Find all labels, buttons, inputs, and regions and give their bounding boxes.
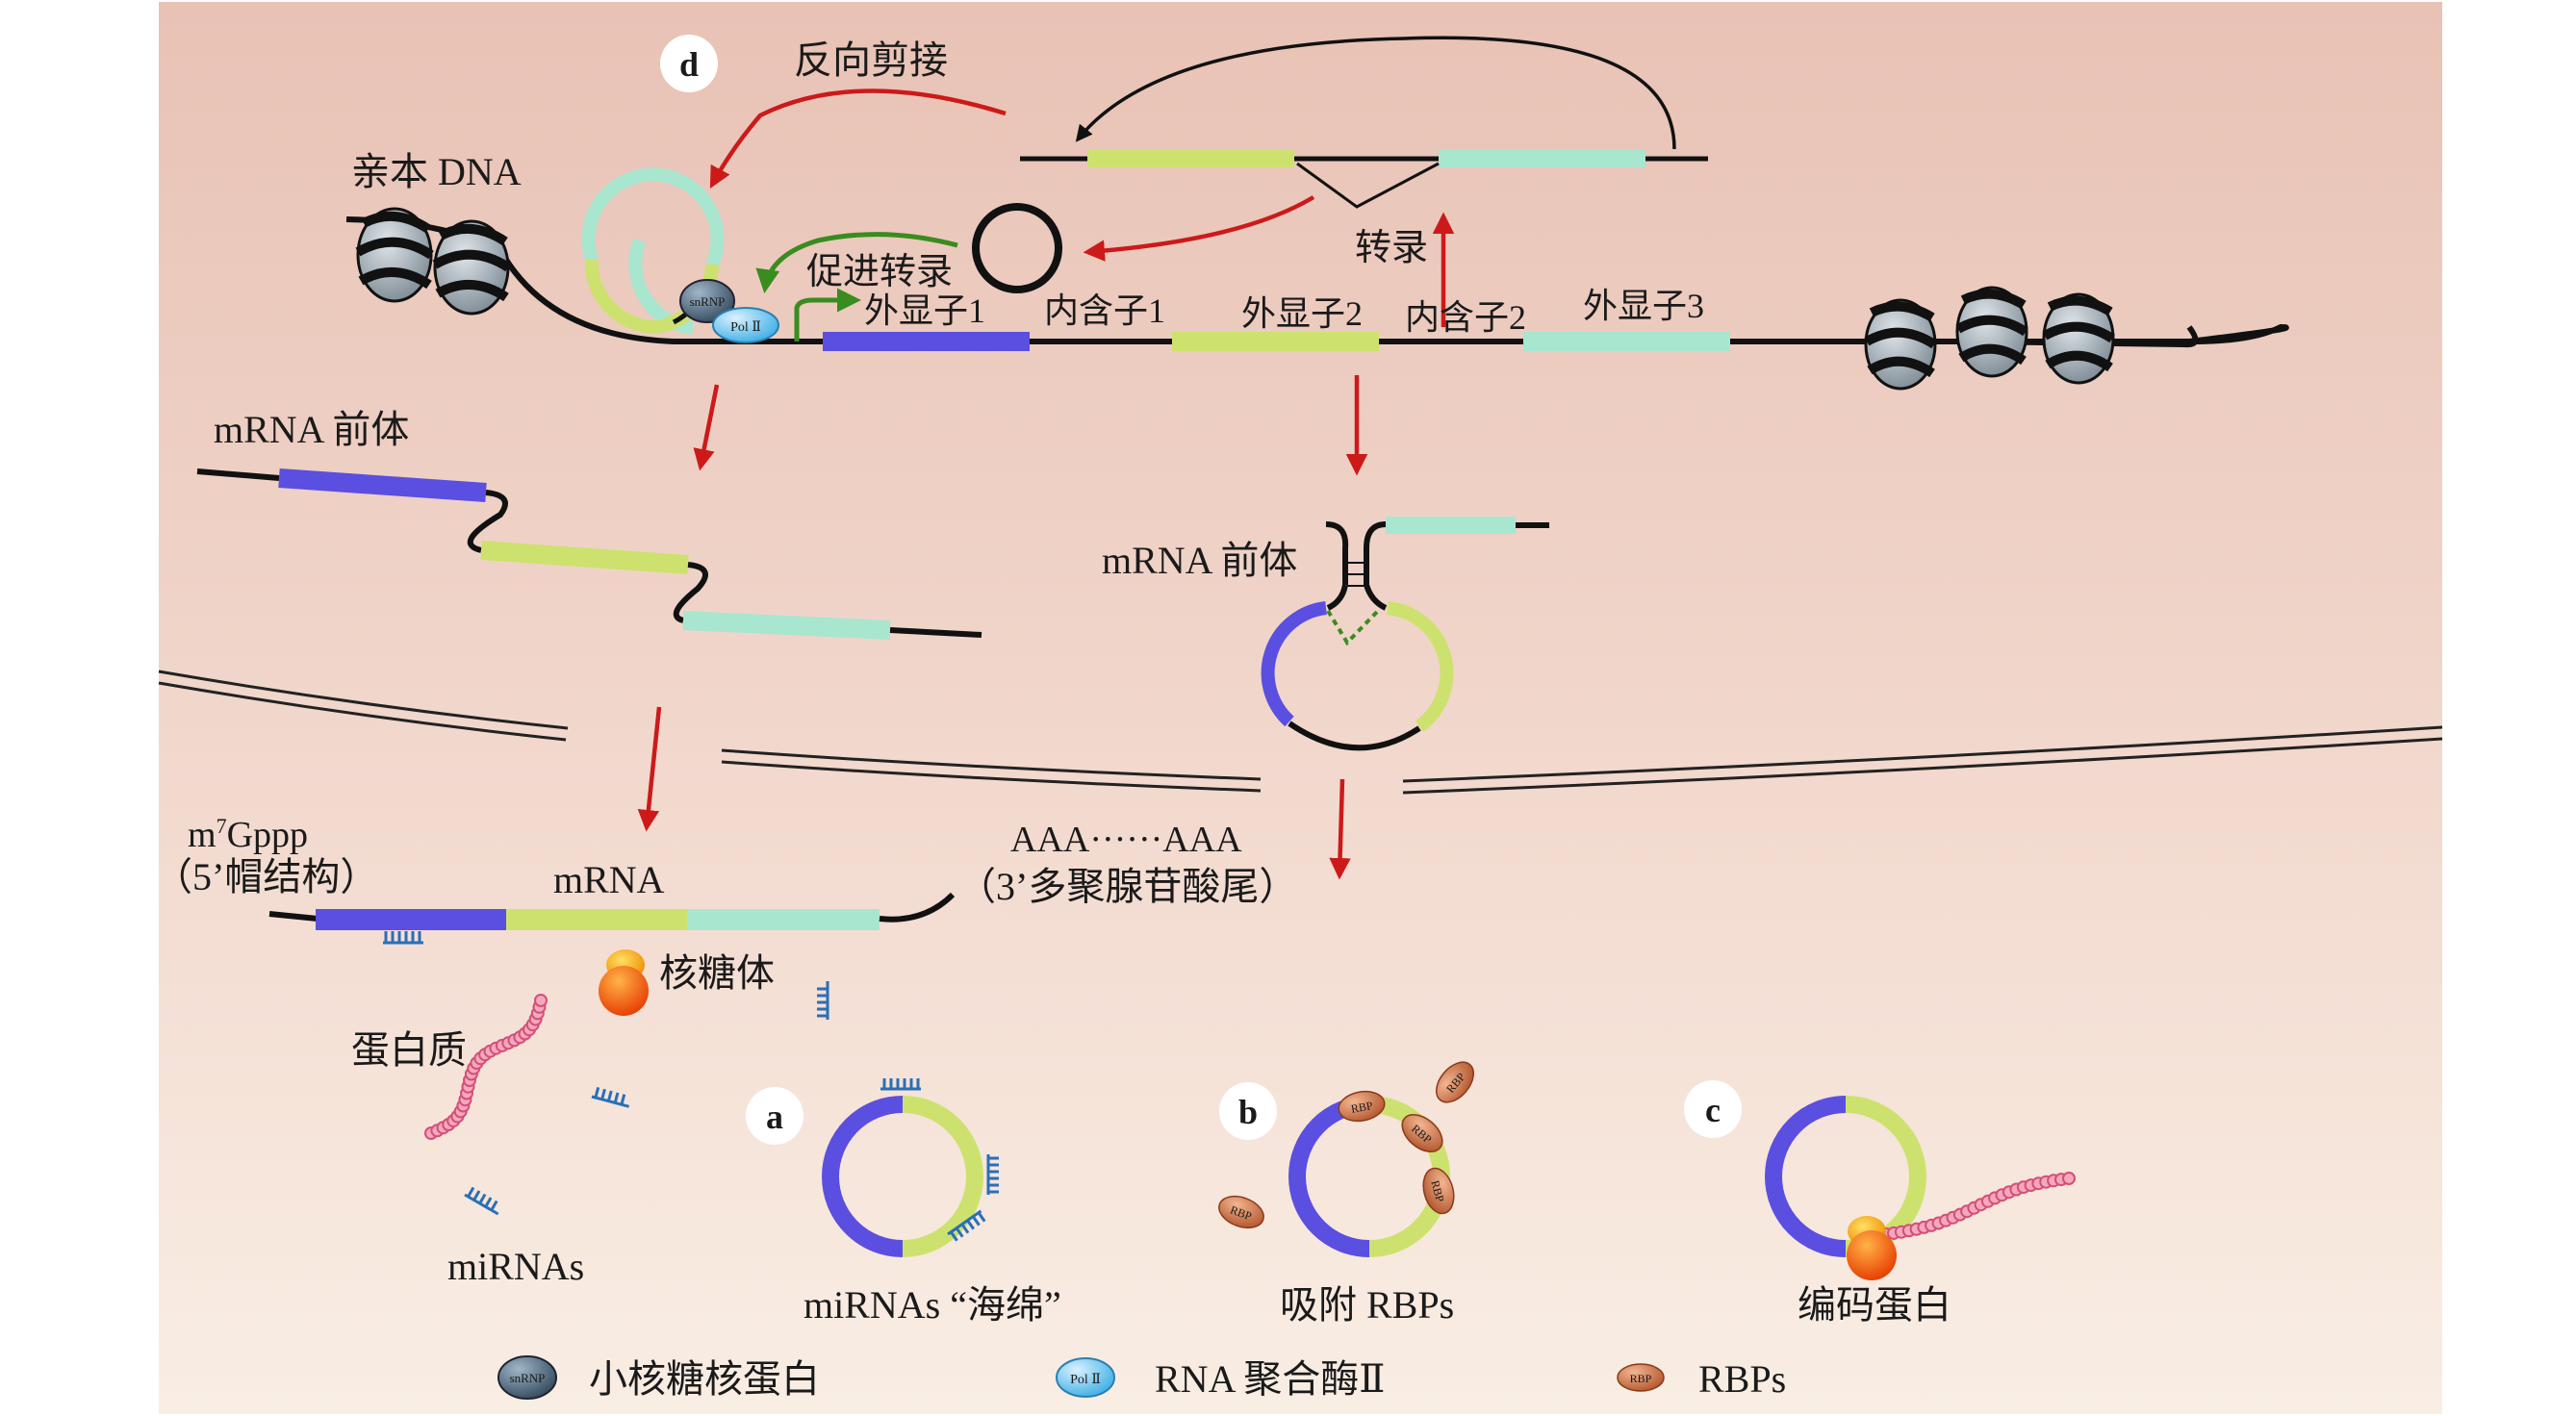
panel-b-badge: b [1219,1082,1277,1140]
intron2-label: 内含子2 [1405,298,1526,337]
dna-exon2 [1172,332,1379,351]
cap-label: m7Gppp [188,814,308,855]
svg-text:b: b [1238,1093,1258,1131]
polya-desc-label: （3’多聚腺苷酸尾） [957,865,1297,908]
exon3-label: 外显子3 [1583,287,1704,325]
nucleosome-right-2 [1955,286,2028,378]
dna-exon1 [823,332,1030,351]
svg-text:RBP: RBP [1630,1372,1652,1385]
mrna-label: mRNA [553,858,665,901]
protein-label: 蛋白质 [351,1028,467,1072]
protein-bead [534,994,548,1007]
back-splicing-premrna [1020,36,1708,209]
promote-arrow [755,232,958,293]
exon2-label: 外显子2 [1241,294,1363,333]
adsorb-rbps-label: 吸附 RBPs [1280,1283,1454,1327]
pol-ii-on-dna: Pol Ⅱ [712,307,779,343]
protein-bead [2062,1172,2076,1185]
protein-chain [424,994,548,1140]
intron1-label: 内含子1 [1044,291,1165,330]
rbp-icon: RBP [1617,1363,1665,1392]
svg-text:d: d [679,45,699,84]
nucleosome-right-3 [2042,292,2115,385]
sponge-mirnas [880,1078,999,1242]
pol-ii-icon: Pol Ⅱ [1056,1357,1115,1398]
mirna-sponge-label: miRNAs “海绵” [803,1283,1061,1327]
ribosome [599,949,649,1016]
svg-text:RBP: RBP [1350,1099,1374,1116]
svg-text:Pol Ⅱ: Pol Ⅱ [1070,1373,1101,1387]
nucleosome-left-2 [432,219,511,316]
parental-dna-label: 亲本 DNA [351,150,522,193]
free-mirnas [464,981,829,1216]
legend-snrnp-label: 小核糖核蛋白 [589,1357,820,1401]
ribosome-label: 核糖体 [659,951,775,995]
circular-premrna [1261,517,1549,751]
polya-label: AAA······AAA [1010,820,1242,860]
back-splicing-label: 反向剪接 [794,38,948,82]
panel-a-badge: a [746,1087,803,1145]
svg-text:a: a [766,1098,783,1136]
mature-mrna [268,892,956,930]
snrnp-on-dna: snRNP [679,279,735,323]
coding-protein-chain [1879,1172,2076,1241]
mirna-on-mrna [383,931,423,945]
legend-rbp-label: RBPs [1698,1357,1786,1401]
nuclear-membrane [158,670,2443,795]
promote-transcription-label: 促进转录 [806,252,953,292]
svg-text:snRNP: snRNP [510,1371,546,1385]
dna-exon3 [1523,332,1730,351]
encode-protein-label: 编码蛋白 [1798,1283,1951,1327]
circrna-sponge [822,1096,983,1257]
red-arrows [637,88,1455,880]
premrna-right-label: mRNA 前体 [1102,539,1297,582]
premrna-left-label: mRNA 前体 [214,408,409,451]
pol-ii-label-small: Pol Ⅱ [730,320,761,335]
panel-d-badge: d [660,35,718,92]
coding-ribosome [1847,1216,1897,1280]
lariat-circle [972,203,1062,293]
cap-desc-label: （5’帽结构） [154,855,378,898]
panel-c-badge: c [1684,1080,1742,1138]
mirnas-label: miRNAs [447,1245,584,1288]
svg-text:RBP: RBP [1428,1178,1446,1203]
nucleosome-left-1 [355,207,434,303]
bound-rbps: RBP RBP RBP RBP RBP [1218,1061,1474,1229]
snrnp-label-small: snRNP [690,294,726,309]
exon1-label: 外显子1 [864,291,985,330]
linear-premrna [196,468,982,640]
svg-text:c: c [1705,1091,1721,1129]
legend-polii-label: RNA 聚合酶Ⅱ [1155,1357,1385,1401]
transcription-label: 转录 [1355,228,1428,268]
snrnp-icon: snRNP [497,1355,557,1400]
legend: snRNP 小核糖核蛋白 Pol Ⅱ RNA 聚合酶Ⅱ RBP RBPs [497,1355,1786,1401]
nucleosome-right-1 [1864,298,1937,391]
tss-arrow [794,288,861,341]
